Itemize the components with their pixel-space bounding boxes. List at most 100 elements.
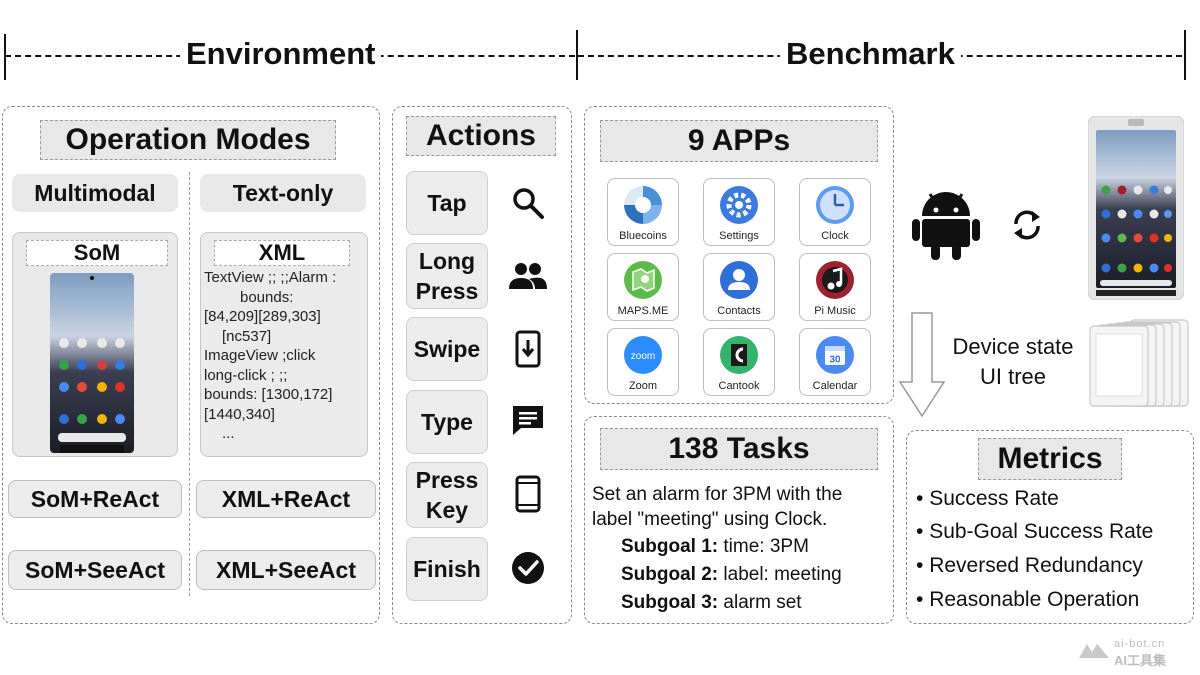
settings-icon: [720, 186, 758, 224]
som-phone-screenshot: [50, 273, 134, 453]
xml-line: long-click ; ;;: [204, 366, 288, 384]
watermark-logo-icon: [1079, 644, 1109, 658]
xml-text: TextView ;; ;;Alarm : bounds: [84,209][2…: [204, 268, 366, 444]
maps-me-icon: [624, 261, 662, 299]
xml-line: ImageView ;click: [204, 347, 316, 364]
metric-item: • Sub-Goal Success Rate: [916, 520, 1154, 543]
android-icon: [912, 192, 980, 260]
subgoal-value: label: meeting: [723, 564, 842, 585]
device-state-line: Device state: [952, 334, 1074, 359]
app-tile: Settings: [703, 178, 775, 246]
operation-modes-title: Operation Modes: [40, 120, 336, 160]
header-right-tick: [1184, 30, 1186, 80]
metric-item: • Success Rate: [916, 487, 1059, 510]
app-tile: Clock: [799, 178, 871, 246]
actions-title: Actions: [406, 116, 556, 156]
long-press-action: Long Press: [406, 243, 488, 309]
xml-card: [200, 232, 368, 457]
app-label: MAPS.ME: [617, 305, 669, 317]
metric-label: Success Rate: [929, 487, 1059, 510]
xml-line: TextView ;; ;;Alarm :: [204, 269, 337, 286]
task-description: Set an alarm for 3PM with the label "mee…: [592, 482, 888, 532]
app-label: Contacts: [717, 305, 761, 317]
bluecoins-icon: [624, 186, 662, 224]
subgoal-value: alarm set: [723, 592, 802, 613]
metric-label: Sub-Goal Success Rate: [929, 520, 1154, 543]
watermark-url: ai-bot.cn: [1114, 638, 1166, 650]
header-middle-tick: [576, 30, 578, 80]
som-label: SoM: [26, 240, 168, 266]
xml-react-mode: XML+ReAct: [196, 480, 376, 518]
header-left-tick: [4, 34, 6, 80]
app-tile: MAPS.ME: [607, 253, 679, 321]
watermark-brand: AI工具集: [1114, 653, 1167, 668]
app-label: Cantook: [718, 380, 760, 392]
down-arrow-icon: [898, 312, 946, 418]
pi-music-icon: [816, 261, 854, 299]
sync-icon: [1014, 210, 1040, 240]
app-label: Zoom: [628, 380, 658, 392]
task-description-line: label "meeting" using Clock.: [592, 509, 828, 530]
xml-line: [1440,340]: [204, 405, 275, 423]
xml-line: bounds:: [240, 288, 294, 306]
metric-item: • Reasonable Operation: [916, 588, 1140, 611]
subgoal-item: Subgoal 3: alarm set: [621, 589, 887, 617]
app-tile: Cantook: [703, 328, 775, 396]
ui-tree-stack: [1089, 319, 1189, 407]
svg-text:30: 30: [829, 355, 841, 366]
phone-download-icon: [506, 327, 550, 371]
people-icon: [506, 254, 550, 298]
apps-panel: [584, 106, 894, 404]
clock-icon: [816, 186, 854, 224]
apps-title: 9 APPs: [600, 120, 878, 162]
environment-heading: Environment: [180, 36, 382, 72]
metrics-panel: [906, 430, 1194, 624]
subgoal-label: Subgoal 2:: [621, 564, 719, 585]
search-icon: [506, 181, 550, 225]
xml-line: [nc537]: [222, 327, 272, 345]
subgoal-label: Subgoal 3:: [621, 592, 719, 613]
text-only-label: Text-only: [200, 174, 366, 212]
benchmark-heading: Benchmark: [780, 36, 961, 72]
app-label: Bluecoins: [619, 230, 667, 242]
xml-label: XML: [214, 240, 350, 266]
device-state-label: Device state UI tree: [936, 332, 1090, 392]
subgoal-value: time: 3PM: [723, 536, 809, 557]
actions-panel: [392, 106, 572, 624]
device-phone: [1088, 116, 1184, 300]
mode-divider: [189, 172, 190, 596]
subgoal-item: Subgoal 2: label: meeting: [621, 561, 887, 589]
tasks-panel: [584, 416, 894, 624]
xml-line: [84,209][289,303]: [204, 308, 321, 325]
ui-tree-line: UI tree: [979, 364, 1047, 389]
swipe-action: Swipe: [406, 317, 488, 381]
multimodal-label: Multimodal: [12, 174, 178, 212]
metrics-title: Metrics: [978, 438, 1122, 480]
smartphone-icon: [506, 472, 550, 516]
app-tile: Pi Music: [799, 253, 871, 321]
metric-label: Reasonable Operation: [929, 588, 1140, 611]
subgoal-label: Subgoal 1:: [621, 536, 719, 557]
contacts-icon: [720, 261, 758, 299]
tasks-title: 138 Tasks: [600, 428, 878, 470]
check-circle-icon: [506, 546, 550, 590]
message-icon: [506, 398, 550, 442]
app-label: Settings: [719, 230, 759, 242]
operation-modes-panel: [2, 106, 380, 624]
type-action: Type: [406, 390, 488, 454]
tap-action: Tap: [406, 171, 488, 235]
subgoal-item: Subgoal 1: time: 3PM: [621, 533, 887, 561]
som-react-mode: SoM+ReAct: [8, 480, 182, 518]
app-tile: Bluecoins: [607, 178, 679, 246]
app-tile: Contacts: [703, 253, 775, 321]
calendar-icon: 30: [816, 336, 854, 374]
subgoal-list: Subgoal 1: time: 3PM Subgoal 2: label: m…: [621, 533, 887, 617]
metric-item: • Reversed Redundancy: [916, 554, 1143, 577]
press-key-action: Press Key: [406, 462, 488, 528]
app-label: Pi Music: [814, 305, 856, 317]
app-label: Clock: [821, 230, 849, 242]
finish-action: Finish: [406, 537, 488, 601]
task-description-line: Set an alarm for 3PM with the: [592, 484, 843, 505]
som-seeact-mode: SoM+SeeAct: [8, 550, 182, 590]
cantook-icon: [720, 336, 758, 374]
